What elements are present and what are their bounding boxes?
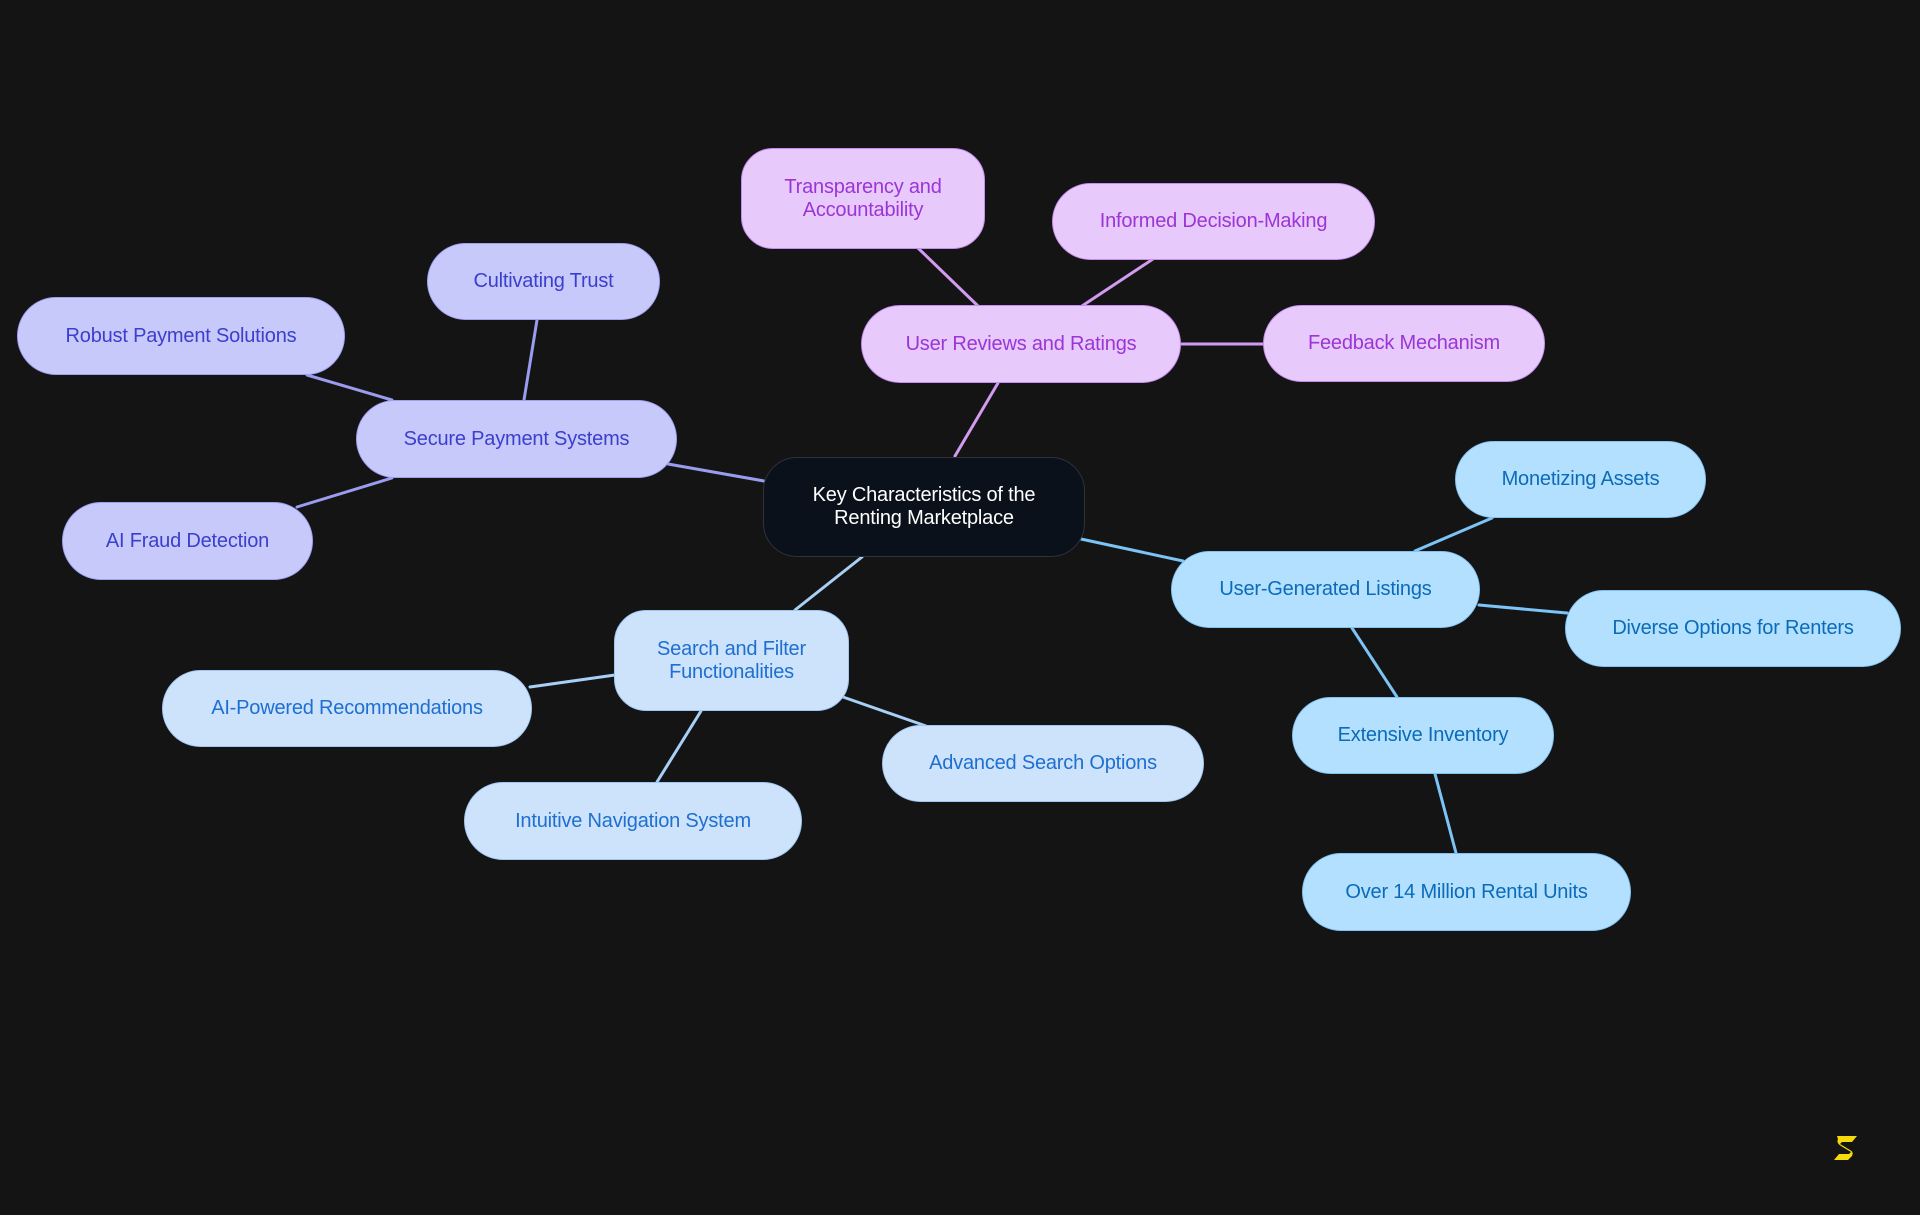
node-label: Advanced Search Options [929, 752, 1157, 774]
edge-search-aipowered [528, 673, 617, 689]
node-label: Search and Filter Functionalities [657, 637, 806, 683]
edge-ugl-diverse [1477, 603, 1569, 615]
node-ai-fraud-detection[interactable]: AI Fraud Detection [62, 502, 313, 580]
edge-extensive-over14m [1433, 772, 1458, 855]
node-transparency-and-accountability[interactable]: Transparency and Accountability [741, 148, 985, 249]
edge-secure-cultivating [522, 318, 539, 402]
node-label: Extensive Inventory [1337, 724, 1509, 746]
node-label: Over 14 Million Rental Units [1345, 880, 1588, 903]
node-label: Cultivating Trust [473, 270, 614, 292]
node-ai-powered-recommendations[interactable]: AI-Powered Recommendations [162, 670, 532, 747]
edge-root-user-reviews [953, 381, 1000, 458]
node-label: AI-Powered Recommendations [211, 697, 483, 719]
node-label: AI Fraud Detection [105, 529, 270, 552]
node-monetizing-assets[interactable]: Monetizing Assets [1455, 441, 1706, 518]
node-label: Secure Payment Systems [403, 427, 630, 450]
edge-reviews-transparency [916, 246, 980, 308]
node-search-and-filter-functionalities[interactable]: Search and Filter Functionalities [614, 610, 849, 711]
edge-ugl-extensive [1350, 626, 1399, 699]
node-label: Transparency and Accountability [784, 175, 942, 221]
edge-search-intuitive [655, 709, 703, 784]
edge-root-user-generated [1079, 537, 1185, 563]
node-label: Diverse Options for Renters [1612, 617, 1854, 639]
node-label: Intuitive Navigation System [515, 809, 751, 832]
node-over-14-million-rental-units[interactable]: Over 14 Million Rental Units [1302, 853, 1631, 931]
node-user-reviews-and-ratings[interactable]: User Reviews and Ratings [861, 305, 1181, 383]
edge-root-secure-payment [666, 462, 766, 483]
node-feedback-mechanism[interactable]: Feedback Mechanism [1263, 305, 1545, 382]
node-secure-payment-systems[interactable]: Secure Payment Systems [356, 400, 677, 478]
node-extensive-inventory[interactable]: Extensive Inventory [1292, 697, 1554, 774]
edge-reviews-informed [1080, 257, 1155, 308]
node-diverse-options-for-renters[interactable]: Diverse Options for Renters [1565, 590, 1901, 667]
node-user-generated-listings[interactable]: User-Generated Listings [1171, 551, 1480, 628]
node-advanced-search-options[interactable]: Advanced Search Options [882, 725, 1204, 802]
node-robust-payment-solutions[interactable]: Robust Payment Solutions [17, 297, 345, 375]
node-intuitive-navigation-system[interactable]: Intuitive Navigation System [464, 782, 802, 860]
node-label: Feedback Mechanism [1307, 332, 1501, 354]
root-node[interactable]: Key Characteristics of the Renting Marke… [763, 457, 1085, 557]
brand-s-logo-icon [1834, 1136, 1857, 1160]
edge-secure-robust [305, 373, 394, 402]
edge-search-advanced [841, 695, 928, 728]
node-label: Monetizing Assets [1501, 468, 1660, 490]
edge-secure-aifraud [295, 476, 394, 509]
node-label: Robust Payment Solutions [65, 324, 297, 347]
edge-root-search-filter [793, 555, 864, 612]
node-informed-decision-making[interactable]: Informed Decision-Making [1052, 183, 1375, 260]
node-label: User-Generated Listings [1219, 578, 1432, 600]
root-node-label: Key Characteristics of the Renting Marke… [812, 484, 1036, 529]
node-cultivating-trust[interactable]: Cultivating Trust [427, 243, 660, 320]
node-label: Informed Decision-Making [1099, 210, 1328, 232]
node-label: User Reviews and Ratings [905, 332, 1137, 355]
edge-ugl-monetizing [1413, 516, 1494, 553]
